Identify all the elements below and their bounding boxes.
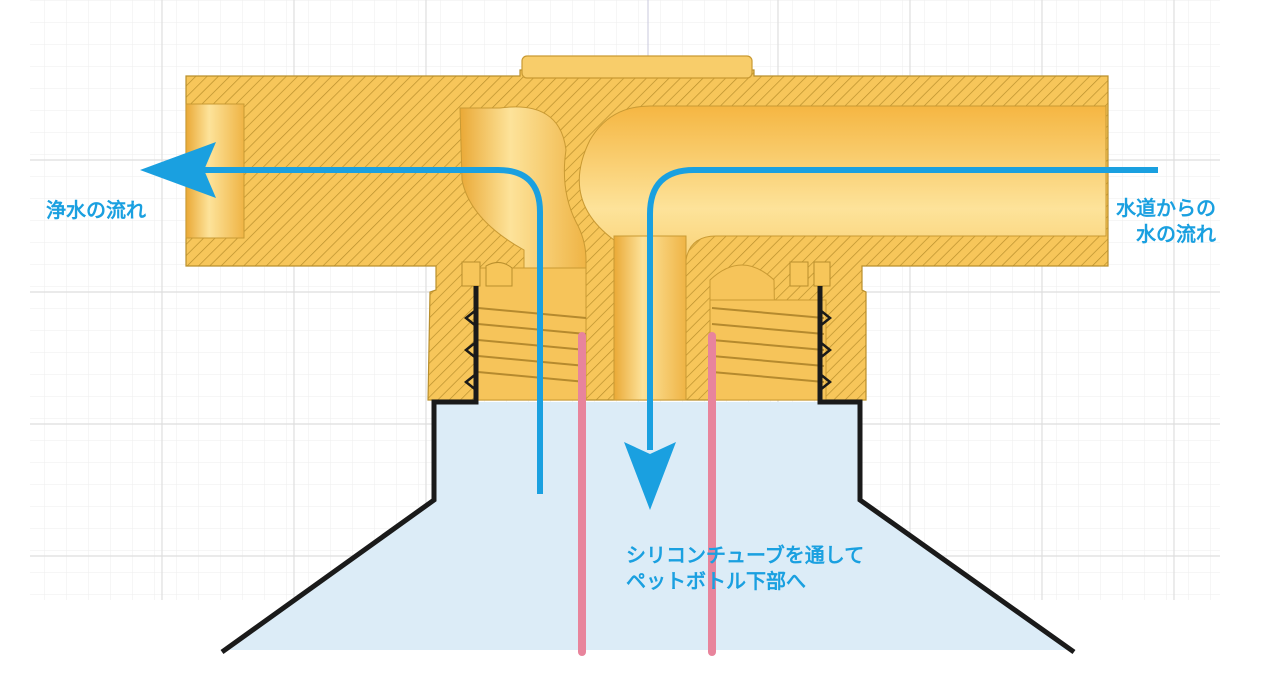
thread-right (709, 261, 831, 401)
tube-label-line1: シリコンチューブを通して (626, 543, 865, 567)
outflow-arrow (140, 142, 543, 494)
inflow-label-line1: 水道からの (1116, 196, 1216, 220)
outflow-label-text: 浄水の流れ (46, 198, 146, 222)
thread-left (461, 261, 587, 401)
inflow-label-line2: 水の流れ (1136, 222, 1216, 246)
outflow-label: 浄水の流れ (46, 197, 146, 223)
inflow-label: 水道からの 水の流れ (1116, 195, 1216, 247)
inflow-arrow (624, 167, 1158, 510)
tube-label-line2: ペットボトル下部へ (626, 569, 806, 593)
top-slot (521, 55, 753, 79)
bottle-outline (220, 286, 1076, 655)
outlet-chamber (459, 106, 587, 301)
tube-label: シリコンチューブを通して ペットボトル下部へ (626, 542, 864, 594)
